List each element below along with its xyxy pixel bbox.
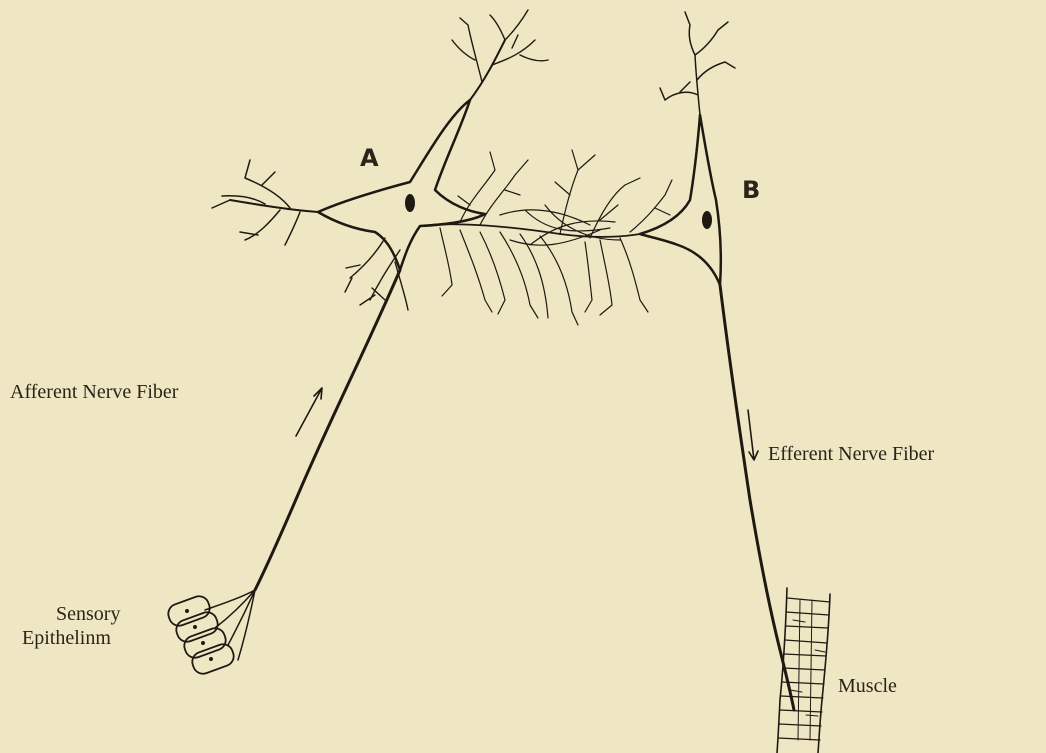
sensory-epithelium — [166, 593, 237, 676]
neuron-a-label: A — [360, 146, 379, 170]
sensory-label-line2: Epithelinm — [22, 628, 111, 648]
efferent-fiber — [720, 285, 794, 710]
neuron-b-body — [640, 115, 721, 285]
neuron-a — [205, 10, 548, 660]
sensory-label-line1: Sensory — [56, 604, 120, 624]
efferent-arrow — [748, 410, 758, 460]
synapse-arborization — [430, 150, 672, 325]
afferent-fiber — [255, 270, 400, 590]
neuron-b-label: B — [742, 178, 760, 202]
efferent-fiber-label: Efferent Nerve Fiber — [768, 444, 934, 464]
neuron-a-nucleus — [405, 194, 415, 212]
afferent-arrow — [296, 388, 322, 436]
muscle-label: Muscle — [838, 676, 897, 696]
neuron-b-nucleus — [702, 211, 712, 229]
neuron-a-body — [318, 100, 485, 270]
neuron-b — [640, 12, 794, 710]
afferent-fiber-label: Afferent Nerve Fiber — [10, 382, 178, 402]
